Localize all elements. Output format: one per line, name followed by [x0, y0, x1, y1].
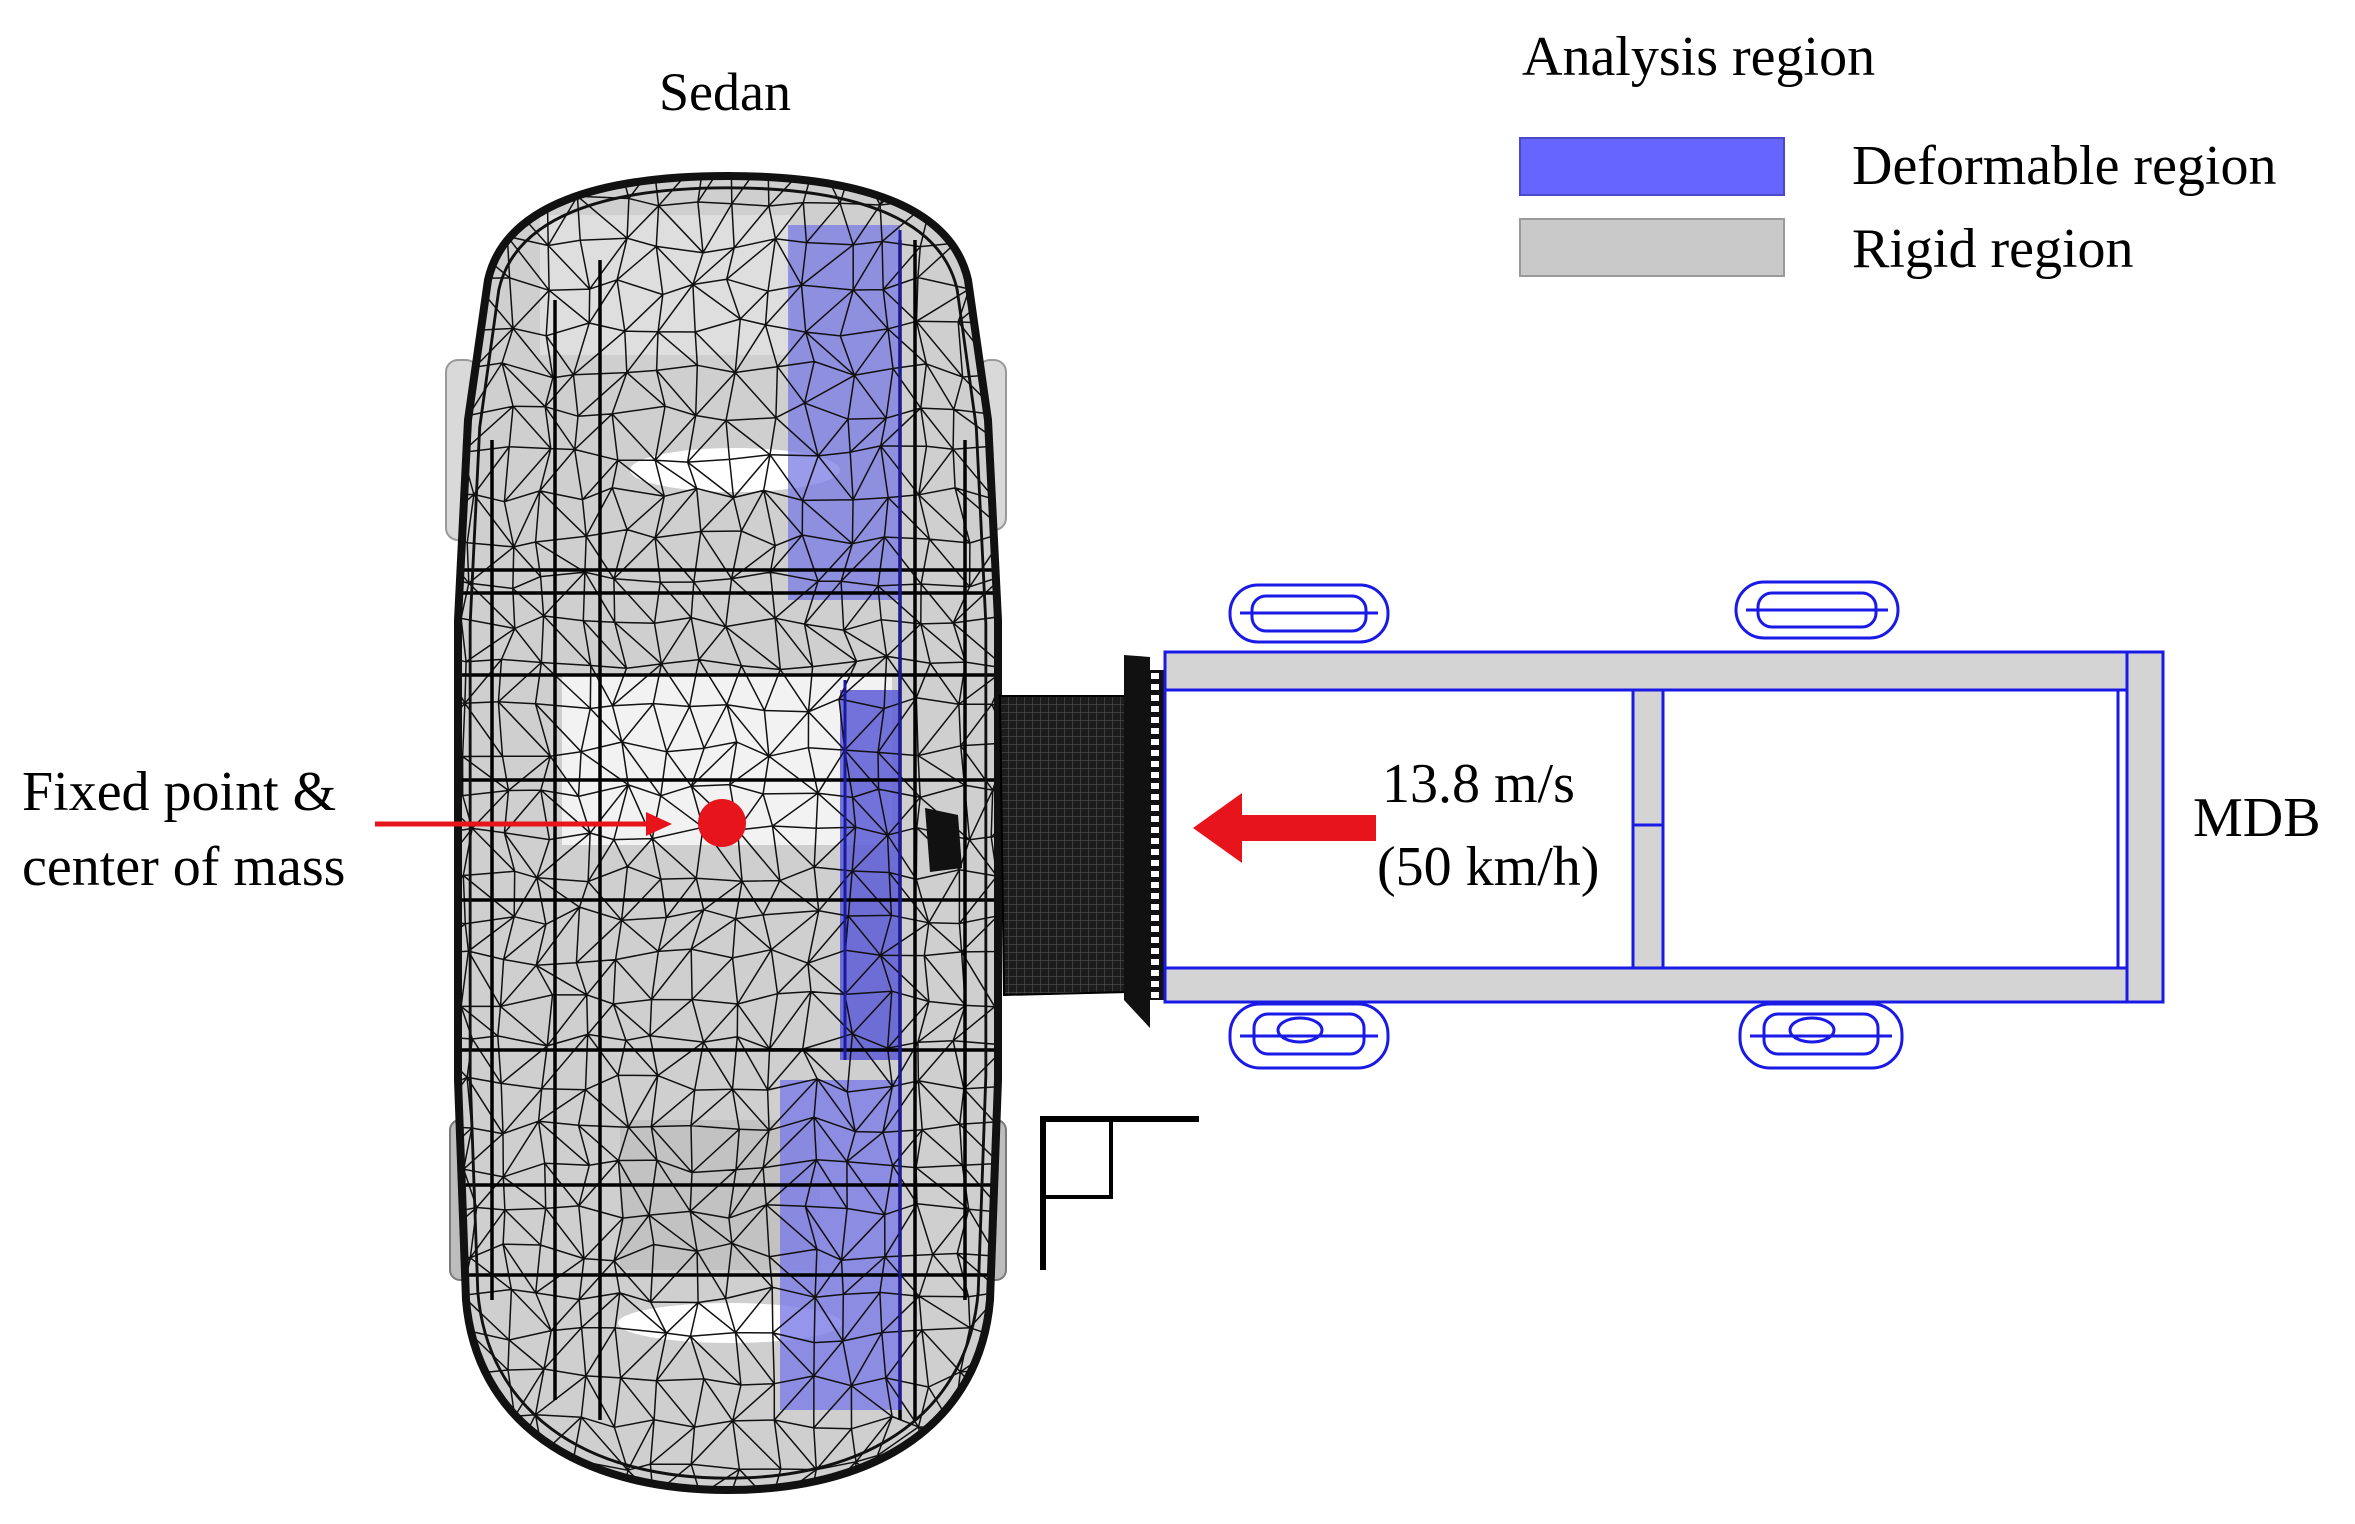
fixed-point-label-line1: Fixed point &	[22, 761, 336, 823]
mdb-wheel-rear-bottom	[1738, 1002, 1904, 1070]
legend-swatch-deformable	[1519, 137, 1785, 196]
mdb-barrier: MDB	[998, 580, 2321, 1070]
mdb-rear-rail	[2125, 650, 2165, 1004]
axes-symbol	[1040, 1116, 1199, 1270]
legend-title: Analysis region	[1522, 26, 1875, 88]
velocity-arrow-head	[1193, 793, 1242, 863]
center-of-mass-marker	[698, 799, 746, 847]
velocity-label-line1: 13.8 m/s	[1382, 753, 1575, 815]
mdb-label: MDB	[2193, 787, 2321, 849]
fixed-point-annotation: Fixed point & center of mass	[22, 761, 746, 898]
mdb-wheel-rear-top	[1734, 580, 1900, 640]
fixed-point-label-line2: center of mass	[22, 836, 345, 898]
velocity-label-line2: (50 km/h)	[1377, 836, 1599, 898]
sedan-outline	[454, 171, 1002, 1495]
deformable-region-rear	[780, 1080, 900, 1410]
barrier-plate-dots	[1150, 670, 1164, 1000]
side-mirror	[925, 808, 962, 872]
mdb-bottom-rail	[1163, 966, 2165, 1004]
legend: Analysis region Deformable region Rigid …	[1519, 26, 2276, 280]
barrier-front-plate	[1124, 655, 1150, 1028]
sedan-blue-edge	[843, 230, 902, 1410]
mdb-frame	[1163, 650, 2165, 1004]
mdb-top-rail	[1163, 650, 2165, 692]
windshield-opening	[630, 448, 840, 492]
fixed-point-arrow-head	[646, 812, 672, 836]
velocity-annotation: 13.8 m/s (50 km/h)	[1193, 753, 1599, 898]
mdb-wheel-front-top	[1228, 583, 1390, 644]
velocity-arrow-shaft	[1232, 815, 1376, 841]
sedan-label: Sedan	[659, 62, 791, 122]
mdb-wheel-front-bottom	[1228, 1002, 1390, 1070]
sedan-inner-outline	[468, 186, 988, 1480]
legend-label-rigid: Rigid region	[1852, 218, 2134, 280]
hood-panel-light	[540, 215, 790, 355]
legend-label-deformable: Deformable region	[1852, 135, 2276, 197]
legend-swatch-rigid	[1519, 218, 1785, 277]
honeycomb-block	[998, 695, 1129, 997]
mdb-middle-rail	[1631, 688, 1665, 970]
